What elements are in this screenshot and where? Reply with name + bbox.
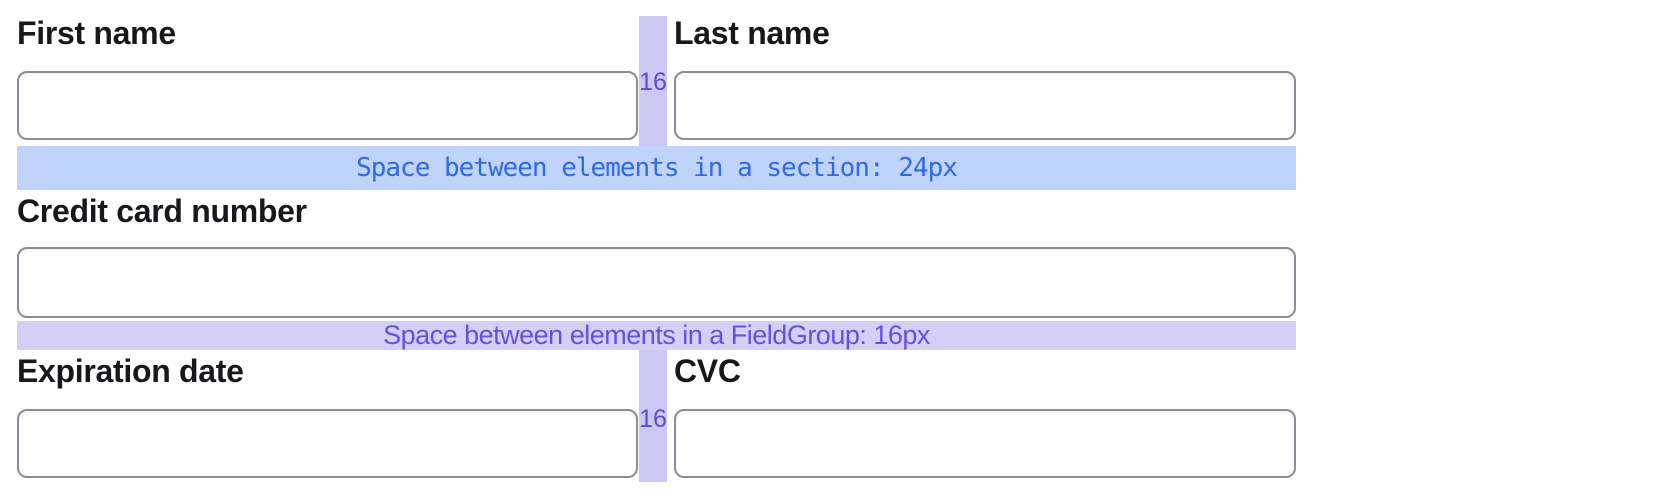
column-gap-size-bottom: 16 bbox=[639, 405, 667, 433]
column-gap-highlight-bottom bbox=[639, 350, 667, 482]
cvc-input[interactable] bbox=[674, 409, 1296, 478]
fieldgroup-gap-band: Space between elements in a FieldGroup: … bbox=[17, 320, 1296, 350]
fieldgroup-gap-band-text: Space between elements in a FieldGroup: … bbox=[383, 320, 930, 350]
section-gap-band-text: Space between elements in a section: 24p… bbox=[356, 153, 958, 183]
column-gap-size-top: 16 bbox=[639, 68, 667, 96]
expiration-date-label: Expiration date bbox=[17, 353, 244, 389]
cvc-label: CVC bbox=[674, 353, 741, 389]
first-name-label: First name bbox=[17, 15, 176, 51]
last-name-input[interactable] bbox=[674, 71, 1296, 140]
first-name-input[interactable] bbox=[17, 71, 638, 140]
card-number-input[interactable] bbox=[17, 247, 1296, 318]
card-number-label: Credit card number bbox=[17, 193, 307, 229]
last-name-label: Last name bbox=[674, 15, 830, 51]
column-gap-highlight-top bbox=[639, 16, 667, 146]
expiration-date-input[interactable] bbox=[17, 409, 638, 478]
section-gap-band: Space between elements in a section: 24p… bbox=[17, 146, 1296, 190]
